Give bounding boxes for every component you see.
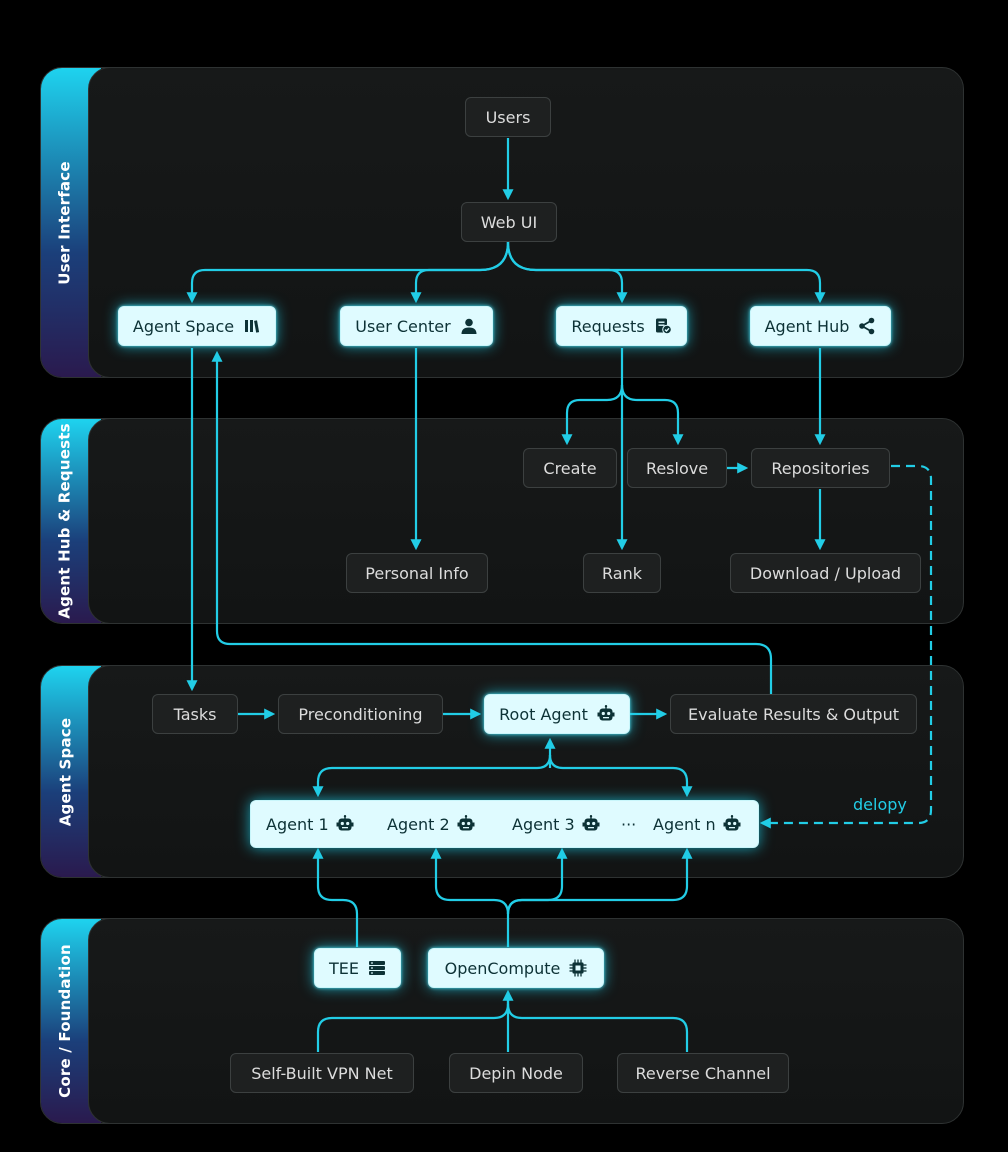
edge-opencompute-agent3 <box>506 847 568 915</box>
node-preconditioning: Preconditioning <box>278 694 443 734</box>
node-requests: Requests <box>556 306 687 346</box>
agent-ellipsis: ··· <box>621 814 637 834</box>
share-icon <box>859 317 875 335</box>
node-evaluate: Evaluate Results & Output <box>670 694 917 734</box>
agent-item: Agent 2 <box>387 801 475 847</box>
node-user-center: User Center <box>340 306 493 346</box>
edge-webui-agentspace <box>186 241 510 304</box>
node-tasks: Tasks <box>152 694 238 734</box>
robot-icon <box>582 815 600 831</box>
node-root-agent: Root Agent <box>484 694 630 734</box>
edge-opencompute-agent2 <box>430 847 510 947</box>
node-create: Create <box>523 448 617 488</box>
edge-agents-right <box>548 754 693 798</box>
node-reverse-channel: Reverse Channel <box>617 1053 789 1093</box>
edge-opencompute-agentn <box>506 847 693 915</box>
edge-webui-agenthub <box>506 241 826 304</box>
node-agent-hub: Agent Hub <box>750 306 891 346</box>
robot-icon <box>457 815 475 831</box>
edge-deploy <box>759 464 933 829</box>
robot-icon <box>723 815 741 831</box>
node-personal-info: Personal Info <box>346 553 488 593</box>
robot-icon <box>336 815 354 831</box>
node-agent-space: Agent Space <box>118 306 276 346</box>
node-repositories: Repositories <box>751 448 890 488</box>
document-check-icon <box>655 318 672 335</box>
node-web-ui: Web UI <box>461 202 557 242</box>
node-vpn-net: Self-Built VPN Net <box>230 1053 414 1093</box>
robot-icon <box>597 705 615 721</box>
agents-group: Agent 1 Agent 2 Agent 3 ··· <box>250 800 759 848</box>
agent-item: Agent 3 <box>512 801 600 847</box>
edge-webui-usercenter <box>410 241 510 304</box>
edge-reverse-opencompute <box>506 1003 689 1052</box>
node-reslove: Reslove <box>627 448 727 488</box>
edge-webui-requests <box>506 241 628 304</box>
agent-item: Agent 1 <box>266 801 354 847</box>
user-icon <box>461 318 477 334</box>
node-tee: TEE <box>314 948 401 988</box>
library-icon <box>245 320 260 333</box>
edge-requests-create <box>561 348 624 446</box>
node-depin-node: Depin Node <box>449 1053 583 1093</box>
deploy-label: delopy <box>853 795 907 814</box>
cpu-icon <box>569 959 587 977</box>
edge-agents-left <box>312 754 552 798</box>
node-users: Users <box>465 97 551 137</box>
edge-tee-agent1 <box>312 847 359 947</box>
node-rank: Rank <box>583 553 661 593</box>
edge-evaluate-agentspace <box>211 350 773 694</box>
agent-item: Agent n <box>653 801 741 847</box>
server-icon <box>369 961 385 975</box>
edge-vpn-opencompute <box>316 989 514 1052</box>
node-download-upload: Download / Upload <box>730 553 921 593</box>
node-opencompute: OpenCompute <box>428 948 604 988</box>
edge-requests-reslove <box>620 384 684 446</box>
